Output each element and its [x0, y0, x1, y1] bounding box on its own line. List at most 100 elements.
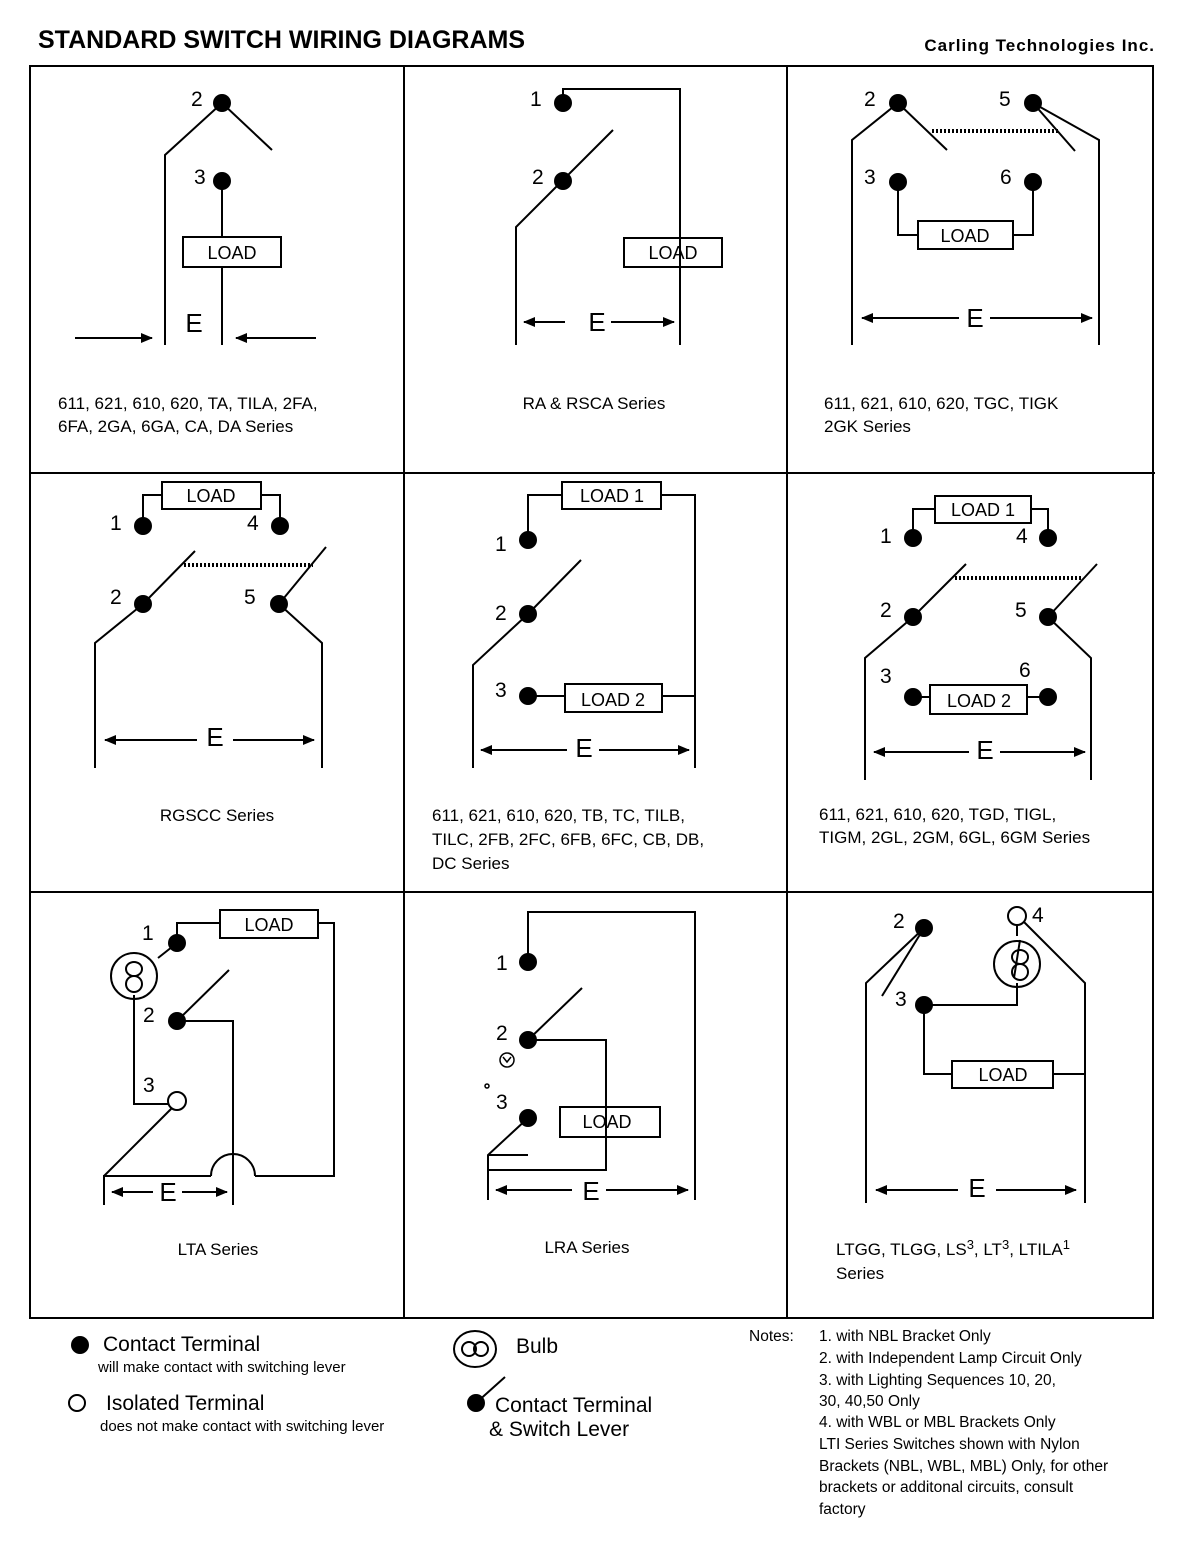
note-item: Brackets (NBL, WBL, MBL) Only, for other: [819, 1458, 1108, 1475]
contact-terminal-icon: [71, 1336, 89, 1354]
caption-superscript: 3: [1002, 1237, 1009, 1252]
notes: Notes: 1. with NBL Bracket Only 2. with …: [749, 1328, 1108, 1518]
diagram-caption: TILC, 2FB, 2FC, 6FB, 6FC, CB, DB,: [432, 830, 704, 849]
contact-terminal-icon: [519, 1109, 537, 1127]
contact-terminal-icon: [168, 1012, 186, 1030]
caption-part: LTGG, TLGG, LS: [836, 1240, 967, 1259]
contact-terminal-icon: [915, 919, 933, 937]
note-item: 1. with NBL Bracket Only: [819, 1328, 991, 1345]
legend-lever-line2: & Switch Lever: [489, 1418, 629, 1441]
terminal-label: 3: [143, 1074, 155, 1097]
contact-terminal-icon: [519, 531, 537, 549]
terminal-label: 3: [496, 1091, 508, 1114]
load-label: LOAD: [207, 243, 256, 263]
switch-lever-icon: [467, 1376, 506, 1412]
terminal-label: 2: [110, 586, 122, 609]
terminal-label: 3: [880, 665, 892, 688]
note-item: 4. with WBL or MBL Brackets Only: [819, 1414, 1056, 1431]
terminal-label: 4: [1032, 904, 1044, 927]
dimension-e-label: E: [575, 733, 592, 763]
load-label: LOAD: [186, 486, 235, 506]
legend-bulb-label: Bulb: [516, 1335, 558, 1358]
terminal-label: 1: [496, 952, 508, 975]
load-label: LOAD: [648, 243, 697, 263]
contact-terminal-icon: [904, 688, 922, 706]
contact-terminal-icon: [168, 934, 186, 952]
isolated-terminal-icon: [1007, 906, 1027, 926]
diagram-caption: LTA Series: [178, 1240, 259, 1259]
bulb-icon: [110, 952, 158, 1000]
contact-terminal-icon: [554, 94, 572, 112]
contact-terminal-icon: [213, 94, 231, 112]
note-item: brackets or additonal circuits, consult: [819, 1479, 1074, 1496]
terminal-label: 3: [895, 988, 907, 1011]
legend-isolated-title: Isolated Terminal: [106, 1392, 264, 1415]
contact-terminal-icon: [1024, 173, 1042, 191]
contact-terminal-icon: [889, 173, 907, 191]
isolated-terminal-icon: [68, 1394, 86, 1412]
diagram-caption: 611, 621, 610, 620, TGD, TIGL,: [819, 805, 1056, 824]
terminal-label: 2: [191, 88, 203, 111]
load-box: [559, 1106, 661, 1138]
load-label: LOAD: [940, 226, 989, 246]
grid: [29, 65, 1155, 1319]
diagram-cell-1: 2 3 LOAD E 611, 621, 610, 620, TA, TILA,…: [58, 88, 318, 436]
contact-terminal-icon: [554, 172, 572, 190]
bulb-icon: [453, 1330, 497, 1368]
contact-terminal-icon: [271, 517, 289, 535]
diagram-cell-5: 1 2 3 LOAD 1 LOAD 2 E 611, 621, 610, 620…: [432, 481, 704, 873]
notes-label: Notes:: [749, 1328, 794, 1345]
diagram-cell-3: 2 5 3 6 LOAD E 611, 621, 610, 620, TGC, …: [824, 88, 1100, 436]
diagram-cell-4: 1 4 2 5 LOAD E RGSCC Series: [94, 481, 327, 825]
page-title: STANDARD SWITCH WIRING DIAGRAMS: [38, 26, 525, 54]
caption-superscript: 1: [1063, 1237, 1070, 1252]
load-label: LOAD 2: [947, 691, 1011, 711]
load-box: [623, 237, 723, 268]
contact-terminal-icon: [915, 996, 933, 1014]
diagram-caption: RA & RSCA Series: [523, 394, 666, 413]
terminal-label: 4: [1016, 525, 1028, 548]
contact-terminal-icon: [519, 687, 537, 705]
contact-terminal-icon: [270, 595, 288, 613]
diagram-cell-2: 1 2 LOAD E RA & RSCA Series: [515, 88, 723, 413]
diagram-caption: DC Series: [432, 854, 509, 873]
dimension-e-label: E: [582, 1176, 599, 1206]
terminal-label: 1: [110, 512, 122, 535]
note-item: 2. with Independent Lamp Circuit Only: [819, 1350, 1082, 1367]
diagram-caption: 611, 621, 610, 620, TB, TC, TILB,: [432, 806, 685, 825]
terminal-label: 1: [530, 88, 542, 111]
caption-part: , LTILA: [1009, 1240, 1063, 1259]
terminal-label: 6: [1000, 166, 1012, 189]
load-label: LOAD 1: [580, 486, 644, 506]
diagram-caption: RGSCC Series: [160, 806, 274, 825]
contact-terminal-icon: [519, 953, 537, 971]
legend-lever-line1: Contact Terminal: [495, 1394, 652, 1417]
load-box: [929, 684, 1028, 715]
contact-terminal-icon: [1039, 608, 1057, 626]
load-box: [917, 220, 1014, 250]
diagram-caption: 6FA, 2GA, 6GA, CA, DA Series: [58, 417, 293, 436]
contact-terminal-icon: [134, 595, 152, 613]
caption-part: , LT: [974, 1240, 1002, 1259]
terminal-label: 2: [880, 599, 892, 622]
terminal-label: 6: [1019, 659, 1031, 682]
diagram-caption: TIGM, 2GL, 2GM, 6GL, 6GM Series: [819, 828, 1090, 847]
dimension-e-label: E: [966, 303, 983, 333]
terminal-label: 1: [880, 525, 892, 548]
diagram-caption: LTGG, TLGG, LS3, LT3, LTILA1: [836, 1237, 1070, 1259]
terminal-label: 5: [1015, 599, 1027, 622]
load-box: [564, 683, 663, 713]
small-bulb-icon: [484, 1052, 515, 1089]
legend-isolated-desc: does not make contact with switching lev…: [100, 1418, 384, 1435]
dimension-e-label: E: [976, 735, 993, 765]
terminal-label: 2: [495, 602, 507, 625]
bulb-icon: [993, 940, 1041, 988]
contact-terminal-icon: [904, 608, 922, 626]
contact-terminal-icon: [519, 1031, 537, 1049]
grid-frame: [29, 65, 1154, 1319]
dimension-e-label: E: [185, 308, 202, 338]
legend-contact-title: Contact Terminal: [103, 1333, 260, 1356]
contact-terminal-icon: [1039, 688, 1057, 706]
load-box: [561, 481, 662, 510]
